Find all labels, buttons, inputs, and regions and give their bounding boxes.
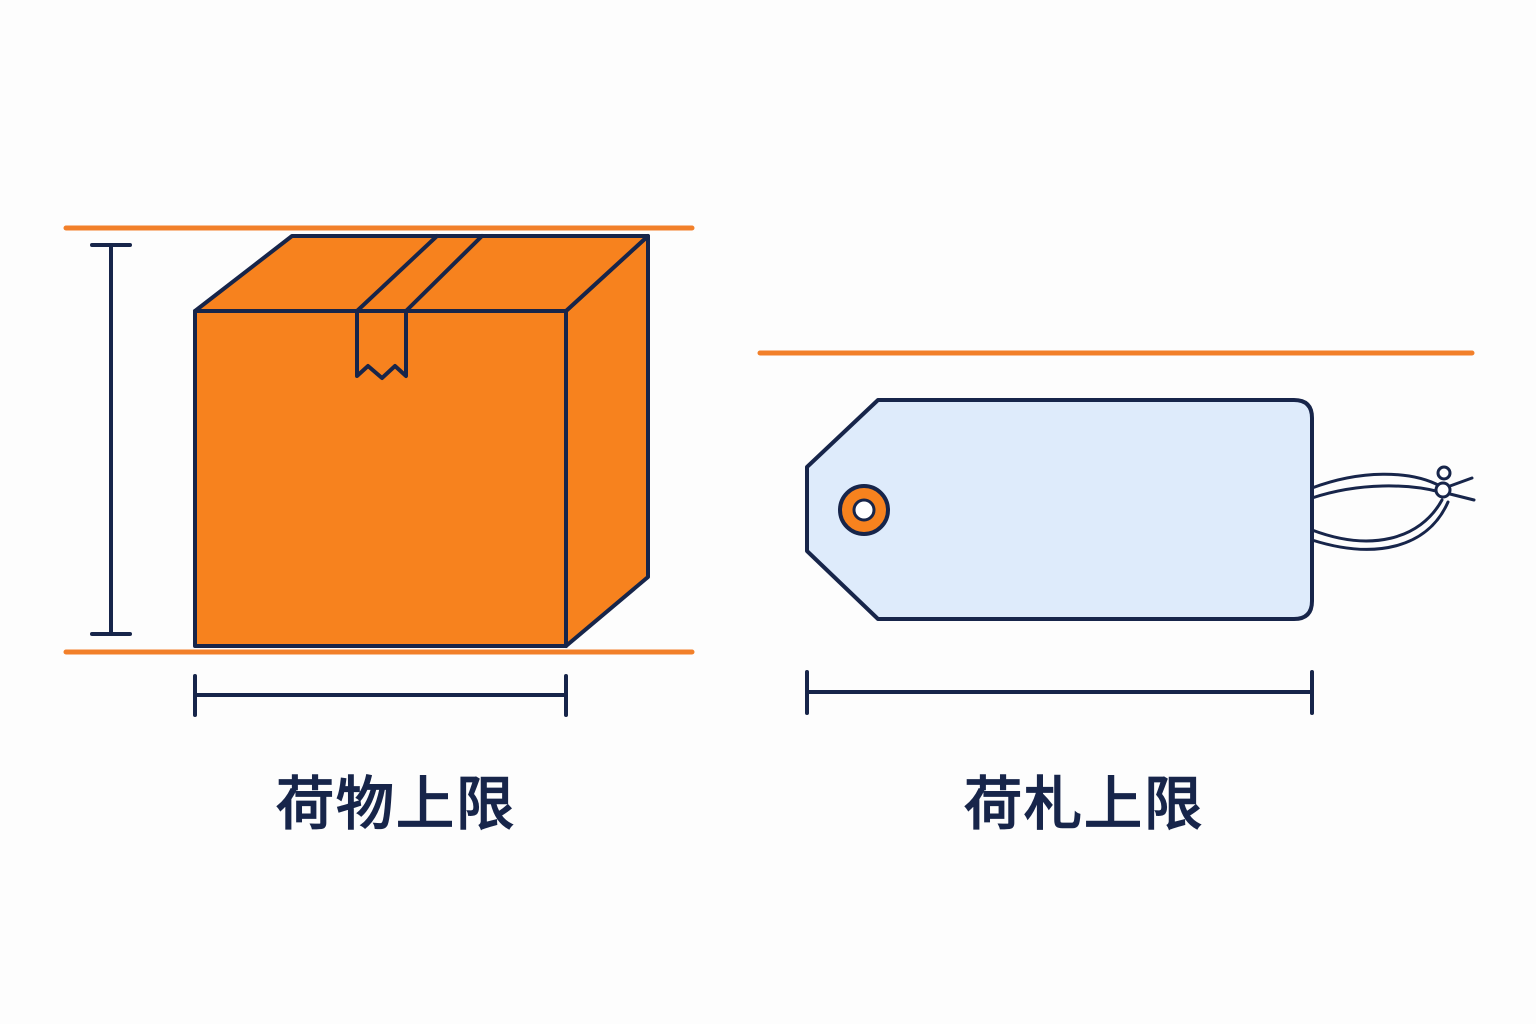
tag-eyelet-hole: [852, 498, 876, 522]
cardboard-box-icon: [193, 234, 650, 648]
box-tape-tab: [355, 309, 408, 380]
box-tape: [355, 234, 484, 313]
tag-string: [1310, 465, 1476, 551]
tag-body: [805, 398, 1314, 621]
tag-width-dimension: [805, 670, 1314, 715]
package-limit-label: 荷物上限: [275, 770, 516, 838]
box-top-face: [193, 234, 650, 313]
package-height-dimension: [90, 243, 132, 636]
tag-limit-label: 荷札上限: [963, 770, 1204, 838]
luggage-tag-icon: [805, 398, 1476, 621]
package-width-dimension: [193, 674, 568, 717]
